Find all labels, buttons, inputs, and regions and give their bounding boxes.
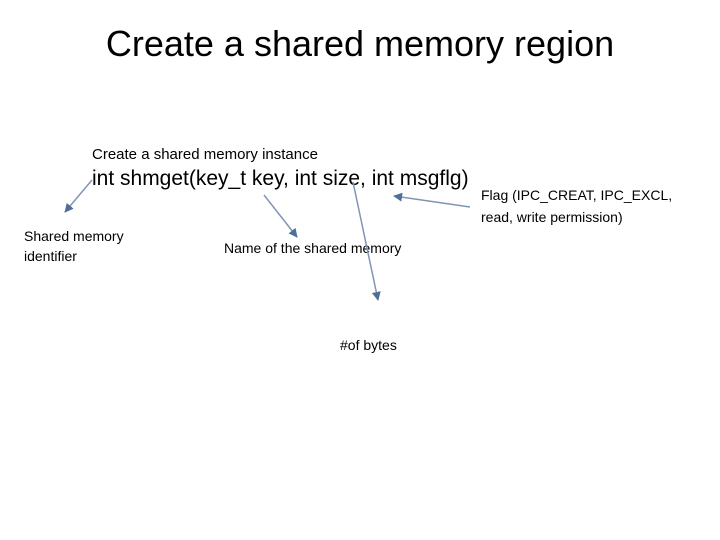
arrow-from-flag xyxy=(393,192,471,208)
name-annotation: Name of the shared memory xyxy=(224,240,402,256)
subtitle: Create a shared memory instance xyxy=(92,146,318,163)
identifier-annotation: Shared memory identifier xyxy=(24,228,124,264)
flag-annotation: Flag (IPC_CREAT, IPC_EXCL, read, write p… xyxy=(481,187,673,225)
bytes-annotation: #of bytes xyxy=(340,337,397,353)
arrow-to-name xyxy=(263,194,298,238)
arrow-to-bytes xyxy=(352,181,381,301)
arrow-to-identifier xyxy=(64,179,93,213)
slide-title: Create a shared memory region xyxy=(105,23,615,64)
function-signature: int shmget(key_t key, int size, int msgf… xyxy=(92,167,469,190)
